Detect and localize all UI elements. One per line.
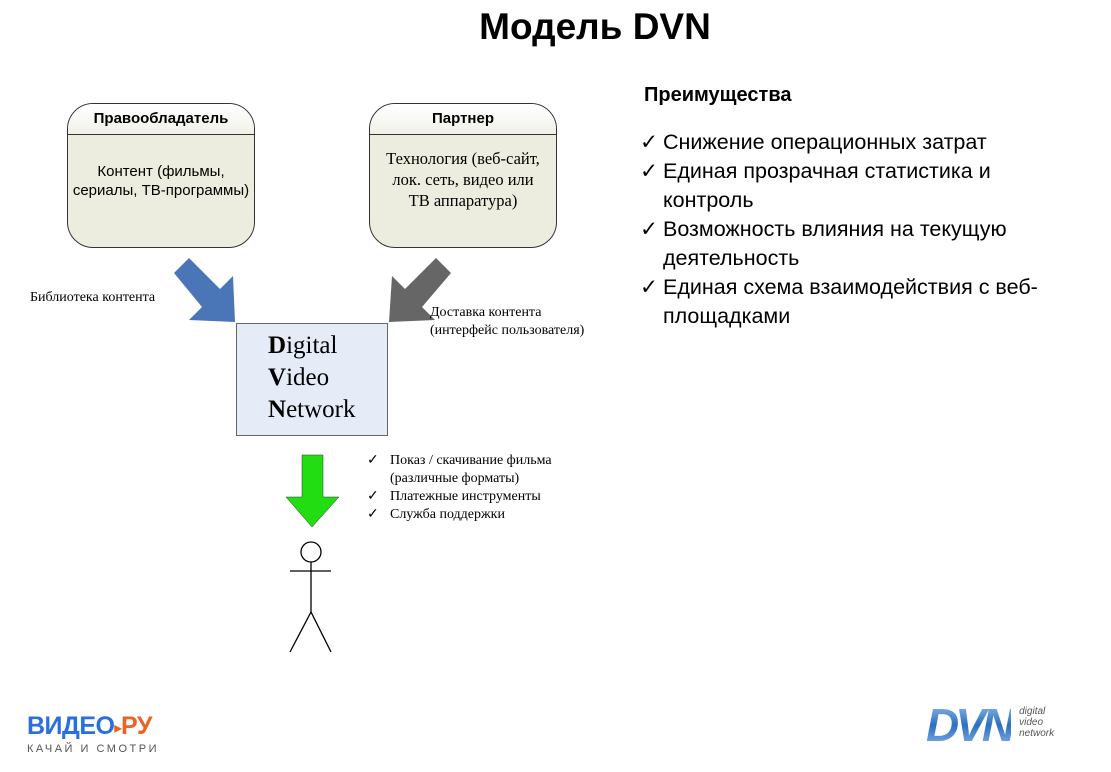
videoru-logo: ВИДЕО▸РУ КАЧАЙ И СМОТРИ xyxy=(27,712,159,755)
delivery-label-line1: Доставка контента xyxy=(430,305,542,320)
check-icon: ✓ xyxy=(367,453,379,468)
rightholder-box: Правообладатель Контент (фильмы, сериалы… xyxy=(67,103,255,248)
advantages-list: ✓Снижение операционных затрат ✓Единая пр… xyxy=(640,128,1060,331)
blue-arrow xyxy=(174,258,235,322)
feature-text: Платежные инструменты xyxy=(390,489,541,504)
check-icon: ✓ xyxy=(640,159,659,183)
library-label: Библиотека контента xyxy=(30,290,156,305)
advantage-text: Единая прозрачная статистика и контроль xyxy=(663,159,991,212)
rightholder-header: Правообладатель xyxy=(68,104,254,135)
videoru-logo-ru: РУ xyxy=(121,712,152,740)
dvn-d: D xyxy=(268,332,287,359)
rightholder-body: Контент (фильмы, сериалы, ТВ-программы) xyxy=(72,163,250,199)
check-icon: ✓ xyxy=(367,507,379,522)
dvn-logo-network: network xyxy=(1019,728,1055,739)
feature-text: Служба поддержки xyxy=(390,507,505,522)
advantage-text: Снижение операционных затрат xyxy=(663,130,987,154)
feature-item: ✓ Платежные инструменты xyxy=(367,488,587,506)
dvn-logo-sub: digital video network xyxy=(1019,706,1054,739)
slide-title: Модель DVN xyxy=(479,6,711,47)
dvn-logo-video: video xyxy=(1019,717,1044,728)
advantage-item: ✓Возможность влияния на текущую деятельн… xyxy=(640,215,1060,273)
feature-item: ✓ Показ / скачивание фильма (различные фо… xyxy=(367,452,587,488)
green-arrow xyxy=(285,454,340,528)
user-stick-figure xyxy=(289,541,332,653)
check-icon: ✓ xyxy=(640,130,659,154)
partner-box: Партнер Технология (веб-сайт, лок. сеть,… xyxy=(369,103,557,248)
play-icon: ▸ xyxy=(114,719,121,736)
advantages-title: Преимущества xyxy=(644,84,792,106)
dvn-video: ideo xyxy=(286,364,330,391)
advantage-item: ✓Снижение операционных затрат xyxy=(640,128,1060,157)
check-icon: ✓ xyxy=(640,217,659,241)
dvn-logo-digital: digital xyxy=(1019,706,1046,717)
advantage-item: ✓Единая прозрачная статистика и контроль xyxy=(640,157,1060,215)
advantage-text: Единая схема взаимодействия с веб-площад… xyxy=(663,275,1038,328)
dvn-digital: igital xyxy=(286,332,338,359)
feature-list: ✓ Показ / скачивание фильма (различные фо… xyxy=(367,452,587,524)
partner-header: Партнер xyxy=(370,104,556,135)
check-icon: ✓ xyxy=(367,489,379,504)
dvn-logo: DVN digital video network xyxy=(926,700,1054,750)
dvn-n: N xyxy=(268,396,287,423)
advantage-text: Возможность влияния на текущую деятельно… xyxy=(663,217,1007,270)
dvn-box: Digital Video Network xyxy=(236,323,388,436)
videoru-logo-main: ВИДЕО xyxy=(27,712,115,740)
dvn-network: etwork xyxy=(286,396,356,423)
videoru-tagline: КАЧАЙ И СМОТРИ xyxy=(27,743,159,756)
delivery-label-line2: (интерфейс пользователя) xyxy=(430,323,585,338)
feature-item: ✓ Служба поддержки xyxy=(367,506,587,524)
dvn-logo-main: DVN xyxy=(926,699,1015,751)
feature-text: Показ / скачивание фильма (различные фор… xyxy=(390,453,552,486)
check-icon: ✓ xyxy=(640,275,659,299)
dvn-v: V xyxy=(268,364,287,391)
partner-body: Технология (веб-сайт, лок. сеть, видео и… xyxy=(386,149,540,210)
advantage-item: ✓Единая схема взаимодействия с веб-площа… xyxy=(640,273,1060,331)
gray-arrow xyxy=(389,258,451,322)
delivery-label: Доставка контента (интерфейс пользовател… xyxy=(430,304,584,340)
